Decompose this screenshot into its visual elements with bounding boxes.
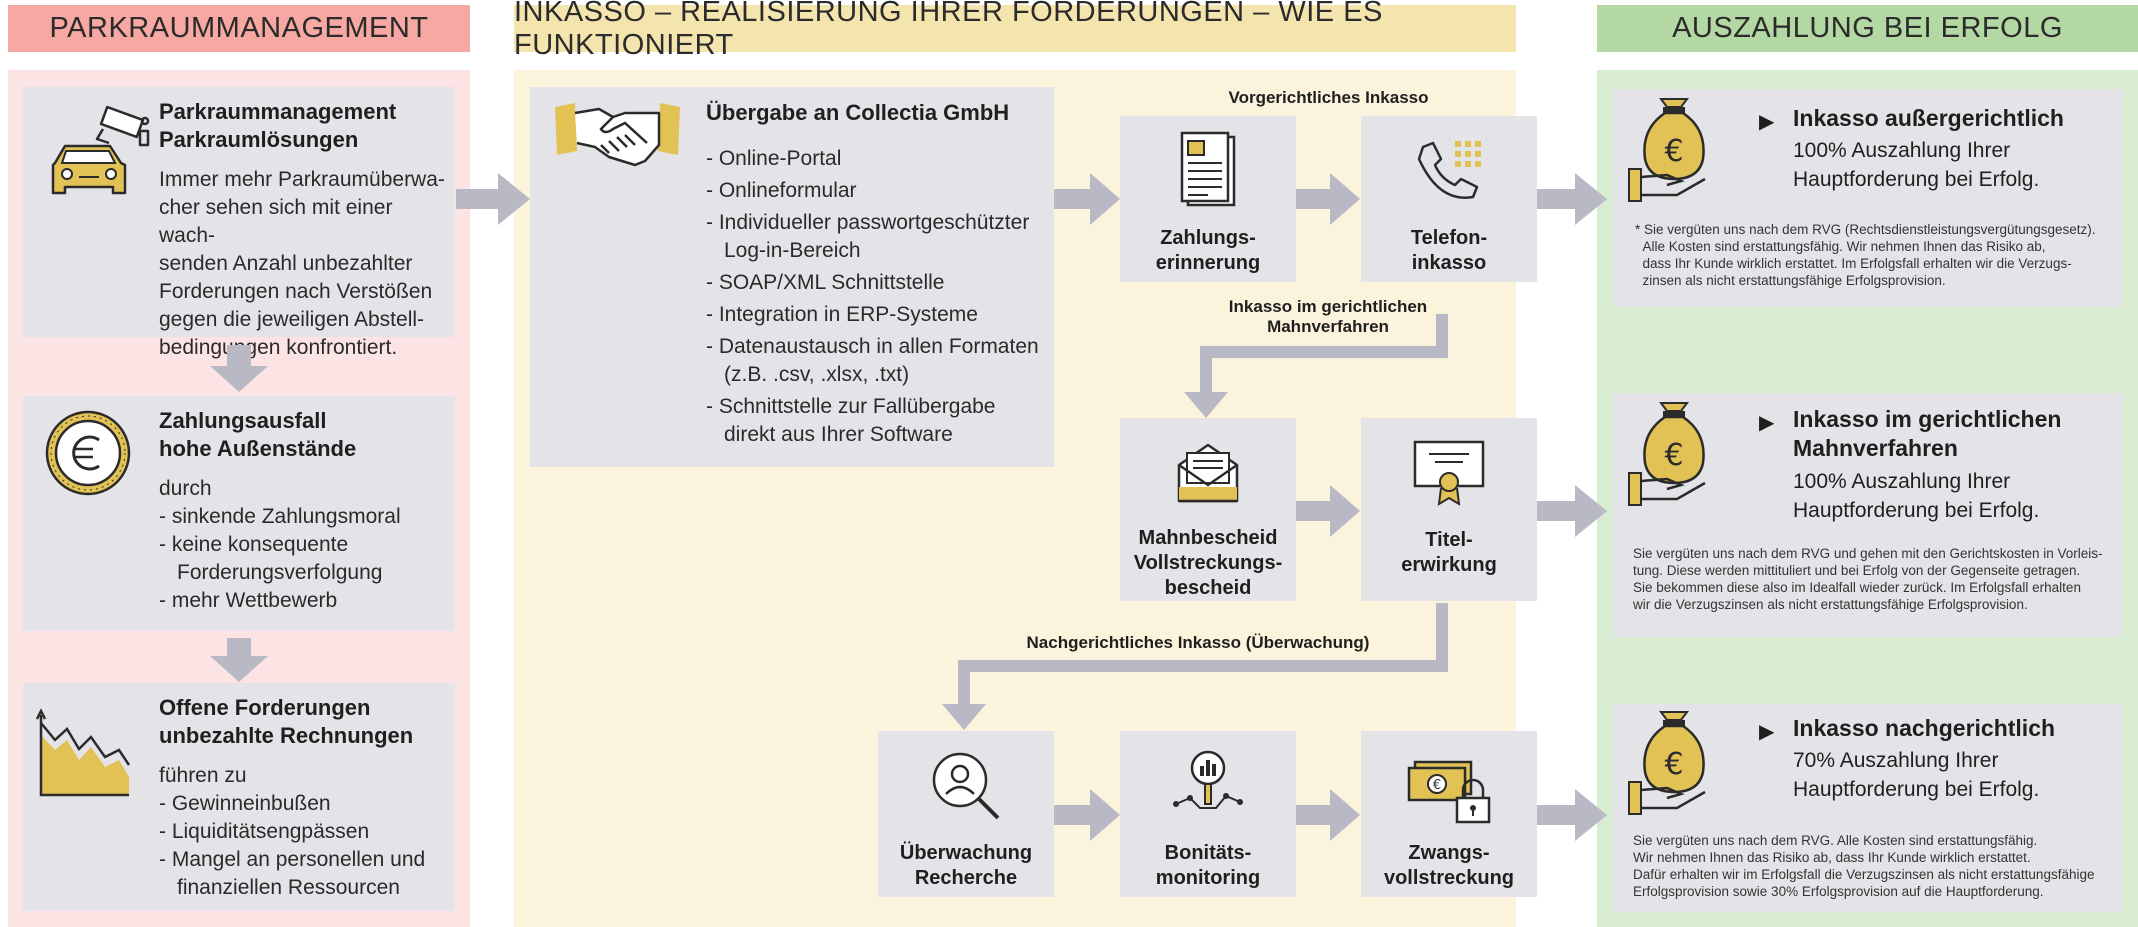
payout-body: 100% Auszahlung Ihrer Hauptforderung bei… xyxy=(1793,139,2040,191)
handover-channel-list: Online-Portal Onlineformular Individuell… xyxy=(706,145,1046,449)
list-item: mehr Wettbewerb xyxy=(159,587,449,615)
step-label: Telefon- inkasso xyxy=(1410,227,1488,274)
header-parkraummanagement: PARKRAUMMANAGEMENT xyxy=(8,5,470,52)
header-inkasso-process: INKASSO – REALISIERUNG IHRER FORDERUNGEN… xyxy=(514,0,1516,61)
card-title: Zahlungsausfall hohe Außenstände xyxy=(159,408,357,461)
card-handover: Übergabe an Collectia GmbH Online-Portal… xyxy=(530,87,1054,467)
money-bag-icon: € xyxy=(1627,95,1717,205)
payout-title: Inkasso im gerichtlichen Mahnverfahren xyxy=(1793,406,2062,461)
payout-title: Inkasso außergerichtlich xyxy=(1793,105,2064,131)
list-item: Gewinneinbußen xyxy=(159,790,449,818)
triangle-bullet-icon: ▶ xyxy=(1759,412,1775,434)
list-item: SOAP/XML Schnittstelle xyxy=(706,269,1046,297)
card-parkraummanagement: Parkraummanagement Parkraumlösungen Imme… xyxy=(23,87,455,359)
step-label: Überwachung Recherche xyxy=(899,842,1033,889)
header-payout: AUSZAHLUNG BEI ERFOLG xyxy=(1597,5,2138,52)
list-item: Individueller passwortgeschützter Log-in… xyxy=(706,209,1046,265)
payout-title: Inkasso nachgerichtlich xyxy=(1793,715,2056,741)
card-intro: durch xyxy=(159,477,212,500)
step-label: Bonitäts- monitoring xyxy=(1155,842,1261,889)
card-payout-post-court: € ▶ Inkasso nachgerichtlich 70% Auszahlu… xyxy=(1613,704,2123,912)
card-title: Übergabe an Collectia GmbH xyxy=(706,100,1010,125)
camera-car-icon xyxy=(35,101,160,206)
card-list: Gewinneinbußen Liquiditätsengpässen Mang… xyxy=(159,790,449,902)
card-list: sinkende Zahlungsmoral keine konsequente… xyxy=(159,503,449,615)
card-intro: führen zu xyxy=(159,764,247,787)
card-zahlungsausfall: Zahlungsausfall hohe Außenstände durch s… xyxy=(23,396,455,631)
money-lock-icon: € xyxy=(1407,731,1491,841)
step-label: Mahnbescheid Vollstreckungs- bescheid xyxy=(1133,527,1283,599)
flow-label-court: Inkasso im gerichtlichen Mahnverfahren xyxy=(1228,297,1428,336)
triangle-bullet-icon: ▶ xyxy=(1759,111,1775,133)
svg-text:€: € xyxy=(1664,438,1683,473)
money-bag-icon: € xyxy=(1627,399,1717,509)
step-titelerwirkung: Titel- erwirkung xyxy=(1361,418,1537,601)
handshake-icon xyxy=(555,99,680,179)
card-payout-extrajudicial: € ▶ Inkasso außergerichtlich 100% Auszah… xyxy=(1613,89,2123,307)
money-bag-icon: € xyxy=(1627,708,1717,818)
step-zahlungserinnerung: Zahlungs- erinnerung xyxy=(1120,116,1296,282)
list-item: sinkende Zahlungsmoral xyxy=(159,503,449,531)
payout-note: * Sie vergüten uns nach dem RVG (Rechtsd… xyxy=(1635,222,2096,288)
payout-body: 70% Auszahlung Ihrer Hauptforderung bei … xyxy=(1793,749,2040,801)
card-text: Immer mehr Parkraumüberwa- cher sehen si… xyxy=(159,168,445,359)
card-title: Offene Forderungen unbezahlte Rechnungen xyxy=(159,695,414,748)
card-payout-court: € ▶ Inkasso im gerichtlichen Mahnverfahr… xyxy=(1613,393,2123,637)
step-label: Titel- erwirkung xyxy=(1401,529,1497,576)
list-item: Datenaustausch in allen Formaten (z.B. .… xyxy=(706,333,1046,389)
card-offene-forderungen: Offene Forderungen unbezahlte Rechnungen… xyxy=(23,683,455,911)
payout-note: Sie vergüten uns nach dem RVG und gehen … xyxy=(1633,546,2103,612)
step-label: Zwangs- vollstreckung xyxy=(1383,842,1515,889)
list-item: Mangel an personellen und finanziellen R… xyxy=(159,846,449,902)
envelope-icon xyxy=(1173,418,1243,526)
flow-label-pre-court: Vorgerichtliches Inkasso xyxy=(1228,88,1429,107)
card-title: Parkraummanagement Parkraumlösungen xyxy=(159,99,397,152)
certificate-icon xyxy=(1411,418,1487,528)
step-telefoninkasso: Telefon- inkasso xyxy=(1361,116,1537,282)
payout-note: Sie vergüten uns nach dem RVG. Alle Kost… xyxy=(1633,833,2095,899)
step-ueberwachung: Überwachung Recherche xyxy=(878,731,1054,897)
declining-chart-icon xyxy=(33,705,133,805)
step-mahnbescheid: Mahnbescheid Vollstreckungs- bescheid xyxy=(1120,418,1296,601)
svg-text:€: € xyxy=(1664,747,1683,782)
step-zwangsvollstreckung: € Zwangs- vollstreckung xyxy=(1361,731,1537,897)
step-bonitaetsmonitoring: Bonitäts- monitoring xyxy=(1120,731,1296,897)
step-label: Zahlungs- erinnerung xyxy=(1155,227,1261,274)
flow-label-post-court: Nachgerichtliches Inkasso (Überwachung) xyxy=(1026,633,1370,652)
magnifier-chart-icon xyxy=(1170,731,1246,841)
list-item: keine konsequente Forderungsverfolgung xyxy=(159,531,449,587)
euro-coin-icon xyxy=(43,408,133,498)
list-item: Online-Portal xyxy=(706,145,1046,173)
phone-icon xyxy=(1409,116,1489,226)
list-item: Liquiditätsengpässen xyxy=(159,818,449,846)
payout-body: 100% Auszahlung Ihrer Hauptforderung bei… xyxy=(1793,470,2040,522)
svg-text:€: € xyxy=(1433,778,1441,793)
svg-text:€: € xyxy=(1664,134,1683,169)
document-icon xyxy=(1178,116,1238,226)
list-item: Onlineformular xyxy=(706,177,1046,205)
list-item: Schnittstelle zur Fallübergabe direkt au… xyxy=(706,393,1046,449)
triangle-bullet-icon: ▶ xyxy=(1759,721,1775,743)
person-search-icon xyxy=(928,731,1004,841)
list-item: Integration in ERP-Systeme xyxy=(706,301,1046,329)
